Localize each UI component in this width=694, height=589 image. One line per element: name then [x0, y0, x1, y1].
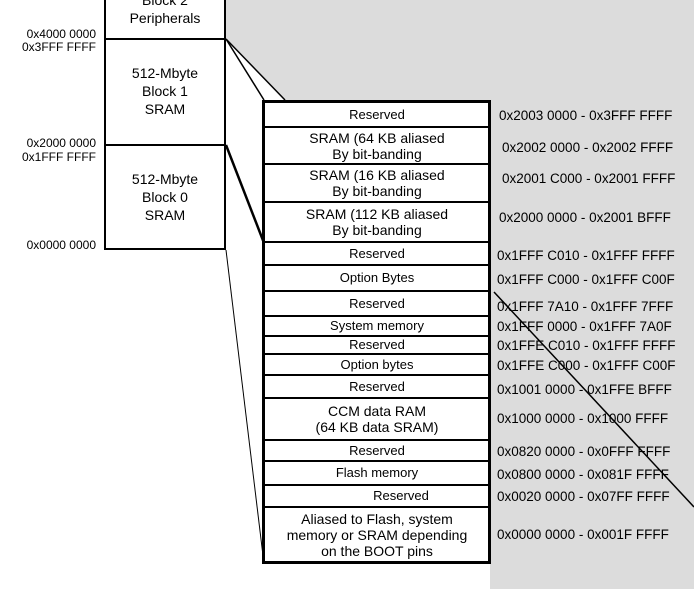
memory-region-7: Reserved	[264, 292, 490, 317]
memory-region-1: Reserved	[264, 103, 490, 128]
address-range: 0x0020 0000 - 0x07FF FFFF	[497, 489, 670, 504]
memory-map-side-border	[262, 100, 265, 564]
memory-region-label: Option bytes	[340, 356, 414, 372]
address-range: 0x2002 0000 - 0x2002 FFFF	[502, 140, 674, 155]
memory-region-13: Reserved	[264, 441, 490, 462]
memory-region-label: Reserved	[373, 488, 429, 503]
memory-region-4: SRAM (112 KB aliased By bit-banding	[264, 203, 490, 243]
boundary-address-lower: 0x1FFF FFFF	[22, 150, 96, 164]
block-divider	[104, 144, 226, 146]
memory-region-label: Reserved	[349, 337, 405, 352]
address-range: 0x1FFE C010 - 0x1FFF FFFF	[497, 338, 676, 353]
connector-line-block0-top	[224, 144, 266, 244]
address-space-column	[104, 0, 226, 250]
gray-panel	[226, 0, 694, 589]
address-range: 0x1FFF C010 - 0x1FFF FFFF	[497, 248, 675, 263]
memory-region-label: Flash memory	[335, 465, 419, 480]
address-range: 0x0800 0000 - 0x081F FFFF	[497, 467, 669, 482]
diagonal-cut-line	[493, 291, 694, 508]
block-divider	[104, 38, 226, 40]
connector-line-upper-inner	[225, 38, 265, 101]
memory-region-label: SRAM (16 KB aliased By bit-banding	[309, 167, 445, 199]
block-1-sram: 512-Mbyte Block 1 SRAM	[131, 65, 199, 117]
memory-region-15: Reserved	[264, 486, 490, 508]
boundary-address-upper: 0x4000 0000	[26, 27, 96, 41]
boundary-address-upper: 0x2000 0000	[26, 136, 96, 150]
connector-line-block0-bottom	[225, 249, 265, 565]
memory-region-9: Reserved	[264, 337, 490, 355]
memory-region-14: Flash memory	[264, 462, 490, 486]
memory-region-8: System memory	[264, 317, 490, 337]
memory-region-5: Reserved	[264, 243, 490, 266]
memory-region-label: Reserved	[349, 106, 405, 122]
address-range: 0x1FFF 7A10 - 0x1FFF 7FFF	[497, 299, 674, 314]
address-range: 0x2001 C000 - 0x2001 FFFF	[502, 171, 676, 186]
memory-region-label: Reserved	[349, 295, 405, 311]
memory-region-label: Reserved	[349, 442, 405, 458]
address-range: 0x2000 0000 - 0x2001 BFFF	[499, 210, 671, 225]
memory-map-side-border	[488, 100, 491, 564]
boundary-address-upper: 0x0000 0000	[26, 238, 96, 252]
memory-region-label: SRAM (112 KB aliased By bit-banding	[305, 206, 449, 238]
address-range: 0x1000 0000 - 0x1000 FFFF	[497, 411, 669, 426]
memory-region-label: Option Bytes	[339, 270, 415, 285]
connector-line-upper-outer	[225, 38, 286, 101]
memory-region-label: Reserved	[349, 378, 405, 394]
memory-region-label: CCM data RAM (64 KB data SRAM)	[315, 403, 439, 435]
block-0-sram: 512-Mbyte Block 0 SRAM	[131, 171, 199, 223]
memory-region-16: Aliased to Flash, system memory or SRAM …	[264, 508, 490, 561]
memory-region-label: Reserved	[349, 245, 405, 261]
memory-region-2: SRAM (64 KB aliased By bit-banding	[264, 128, 490, 165]
address-range: 0x0820 0000 - 0x0FFF FFFF	[497, 444, 671, 459]
memory-region-6: Option Bytes	[264, 266, 490, 292]
block-2-peripherals: Block 2 Peripherals	[129, 0, 201, 26]
address-range: 0x0000 0000 - 0x001F FFFF	[497, 527, 669, 542]
address-range: 0x1FFE C000 - 0x1FFF C00F	[497, 358, 676, 373]
memory-region-11: Reserved	[264, 376, 490, 399]
address-range: 0x2003 0000 - 0x3FFF FFFF	[499, 108, 673, 123]
memory-region-label: System memory	[330, 318, 424, 333]
memory-region-3: SRAM (16 KB aliased By bit-banding	[264, 165, 490, 203]
address-range: 0x1FFF C000 - 0x1FFF C00F	[497, 272, 675, 287]
address-range: 0x1001 0000 - 0x1FFE BFFF	[497, 382, 672, 397]
memory-region-label: SRAM (64 KB aliased By bit-banding	[309, 129, 445, 162]
memory-region-10: Option bytes	[264, 355, 490, 376]
memory-region-12: CCM data RAM (64 KB data SRAM)	[264, 399, 490, 441]
boundary-address-lower: 0x3FFF FFFF	[22, 40, 96, 54]
memory-region-label: Aliased to Flash, system memory or SRAM …	[286, 510, 468, 559]
address-range: 0x1FFF 0000 - 0x1FFF 7A0F	[497, 319, 672, 334]
